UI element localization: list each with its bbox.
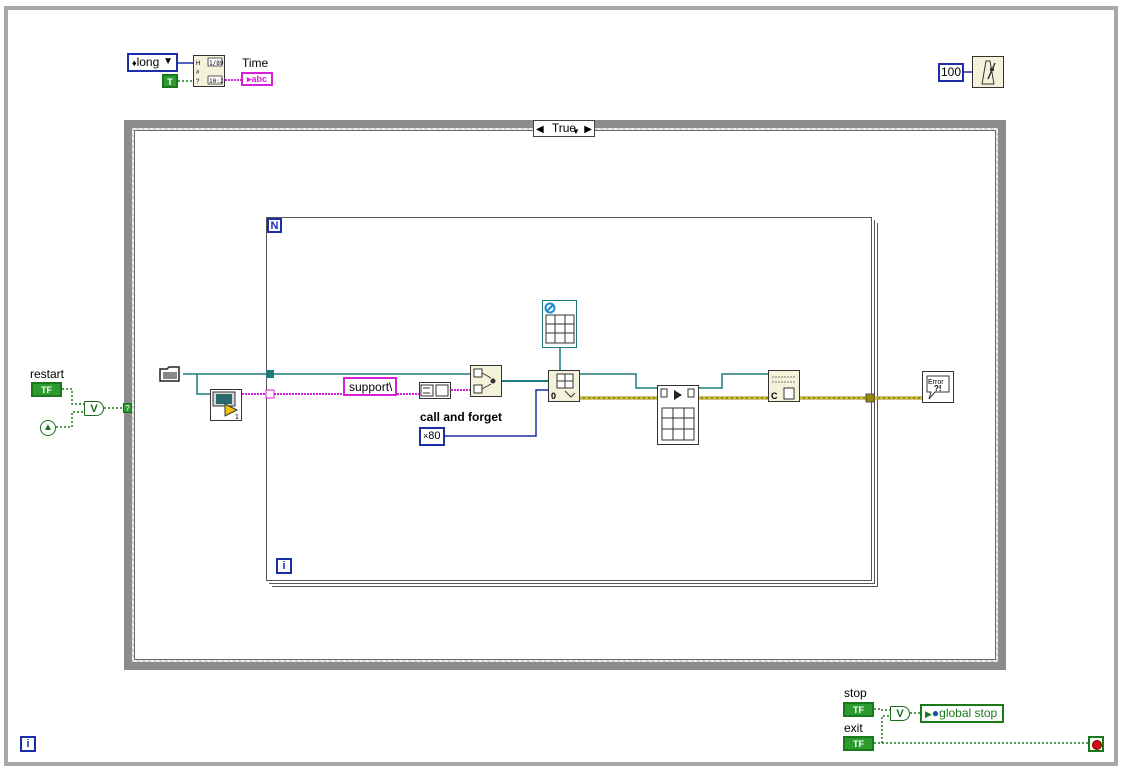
vi-reference-icon — [473, 368, 496, 394]
svg-text:1: 1 — [235, 414, 239, 420]
svg-text:0: 0 — [551, 391, 556, 401]
svg-text:#: # — [196, 70, 200, 76]
svg-text:?: ? — [196, 79, 200, 85]
first-call-icon[interactable]: ▲ — [40, 420, 56, 436]
error-dialog-icon[interactable]: Error?! — [922, 371, 954, 403]
time-indicator-text: abc — [251, 74, 268, 84]
svg-text:H: H — [196, 61, 200, 67]
close-ref-icon: C — [771, 376, 796, 401]
options-constant[interactable]: ×80 — [419, 427, 445, 446]
start-async-icon — [660, 388, 695, 441]
decrement-arrow-icon[interactable]: ◀ — [536, 124, 544, 135]
folder-icon[interactable] — [159, 365, 183, 383]
exit-label: exit — [844, 721, 863, 735]
outer-iteration-terminal[interactable]: i — [20, 736, 36, 752]
support-path-constant[interactable]: support\ — [343, 377, 397, 396]
stop-label: stop — [844, 686, 867, 700]
error-dialog-text: Error — [928, 379, 944, 386]
wait-ms-constant[interactable]: 100 — [938, 63, 964, 82]
vi-document-icon — [544, 302, 575, 344]
format-enum-constant[interactable]: ♦long▼ — [127, 53, 178, 72]
wait-node[interactable] — [972, 56, 1004, 88]
build-path-node[interactable] — [419, 382, 451, 399]
restart-label: restart — [30, 367, 65, 381]
or-gate[interactable]: V — [84, 401, 104, 416]
svg-text:C: C — [771, 391, 778, 401]
enum-value: long — [136, 55, 160, 69]
loop-iteration-terminal[interactable]: i — [276, 558, 292, 574]
folder-shape — [159, 366, 180, 382]
open-vi-ref-typed-node[interactable]: 0 — [548, 370, 580, 402]
options-prefix: × — [423, 431, 429, 441]
app-directory-icon: 1 — [212, 391, 239, 421]
build-path-icon — [420, 384, 449, 397]
speech-bubble-icon: Error?! — [926, 375, 950, 400]
start-async-call-node[interactable] — [657, 385, 699, 445]
case-selector-terminal: ? — [123, 403, 132, 413]
enum-arrows-icon: ♦ — [132, 58, 137, 68]
svg-text:10:21: 10:21 — [209, 78, 224, 85]
format-time-string-node[interactable]: 1/89 10:21 H #? — [193, 55, 227, 87]
stop-control[interactable]: TF — [843, 702, 874, 717]
call-and-forget-label: call and forget — [420, 410, 503, 424]
stop-button-icon[interactable] — [1088, 736, 1104, 752]
increment-arrow-icon[interactable]: ▶ — [584, 124, 592, 135]
svg-text:1/89: 1/89 — [209, 60, 224, 67]
options-value: 80 — [428, 430, 441, 442]
case-selector-label: True — [551, 121, 577, 135]
open-vi-reference-node[interactable] — [470, 365, 502, 397]
app-directory-node[interactable]: 1 — [210, 389, 242, 421]
restart-control[interactable]: TF — [31, 382, 62, 397]
count-terminal[interactable]: N — [267, 218, 282, 233]
global-arrow-icon: ▶ — [925, 709, 932, 719]
string-type-glyph: ▸ — [246, 74, 252, 84]
chevron-down-icon[interactable]: ▼ — [572, 127, 580, 136]
format-time-icon: 1/89 10:21 H #? — [196, 57, 227, 85]
type-specifier-constant[interactable] — [542, 300, 577, 348]
svg-text:?!: ?! — [934, 384, 942, 393]
stop-indicator — [1092, 740, 1102, 750]
or-gate-bottom[interactable]: V — [890, 706, 910, 721]
close-reference-node[interactable]: C — [768, 370, 800, 402]
time-indicator: ▸abc — [241, 72, 273, 86]
true-constant[interactable]: T — [162, 74, 178, 88]
global-stop-label: global stop — [939, 706, 998, 720]
global-stop-variable[interactable]: ▶●global stop — [920, 704, 1004, 723]
case-selector[interactable]: ◀ True ▼ ▶ — [533, 120, 595, 137]
chevron-down-icon: ▼ — [163, 56, 173, 67]
time-label: Time — [242, 56, 269, 70]
open-ref-icon: 0 — [551, 373, 576, 401]
metronome-icon — [981, 60, 996, 85]
globe-icon: ● — [931, 706, 940, 720]
exit-control[interactable]: TF — [843, 736, 874, 751]
